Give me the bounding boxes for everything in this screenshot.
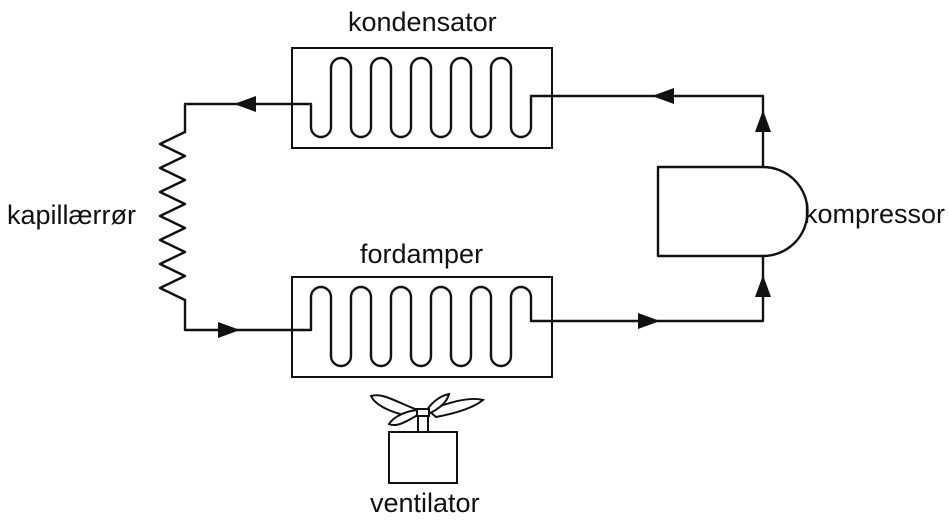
pipe-compressor-to-condenser (535, 94, 765, 169)
condenser-unit (291, 47, 553, 149)
fan-motor (388, 431, 458, 484)
evaporator-unit (291, 276, 553, 378)
pipe-capillary-to-evaporator (183, 298, 305, 332)
flow-arrow-up-compressor-in (755, 275, 771, 297)
pipe-evaporator-to-compressor (535, 254, 765, 323)
evaporator-box (291, 276, 553, 378)
flow-arrow-left-condenser (652, 88, 674, 104)
fan-blade-back (423, 392, 451, 416)
fan-blade-front (387, 408, 423, 426)
evaporator-coil (301, 285, 539, 368)
compressor-label: kompressor (804, 199, 946, 229)
fan-shaft (417, 415, 429, 433)
evaporator-label: fordamper (360, 239, 484, 269)
fan-icon (369, 392, 486, 484)
flow-arrow-right-evaporator-out (638, 313, 660, 329)
capillary-tube (158, 130, 187, 302)
pipe-condenser-to-capillary (183, 102, 305, 134)
compressor-body (656, 165, 809, 258)
flow-arrow-up-compressor-out (755, 110, 771, 132)
condenser-coil (301, 56, 539, 139)
condenser-box (291, 47, 553, 149)
capillary-label: kapillærrør (7, 200, 137, 230)
flow-arrow-left-top (234, 96, 256, 112)
condenser-label: kondensator (348, 7, 497, 37)
fan-blade-left (369, 394, 421, 418)
fan-hub (416, 408, 430, 417)
fan-blade-right (426, 398, 486, 419)
fan-label: ventilator (370, 488, 480, 518)
flow-arrow-right-evaporator-in (218, 322, 240, 338)
